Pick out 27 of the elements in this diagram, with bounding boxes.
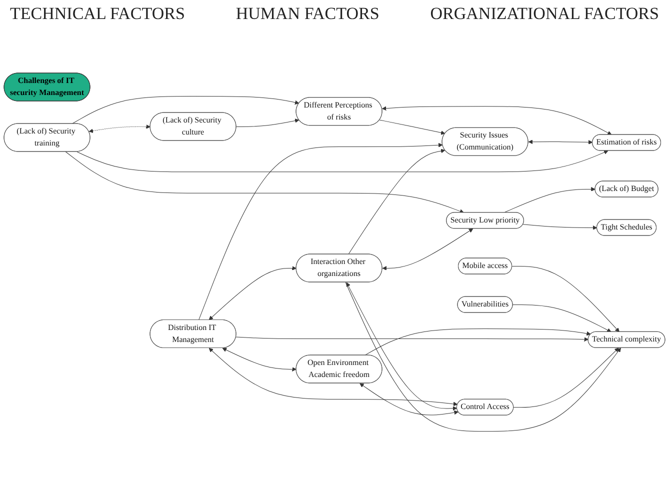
arrow — [512, 304, 612, 332]
arrow — [222, 348, 296, 372]
arrow — [346, 282, 458, 411]
arrow — [382, 106, 612, 136]
arrow — [72, 96, 300, 124]
arrow — [345, 282, 621, 432]
arrow — [88, 124, 150, 134]
quadrant-heading: TECHNICAL FACTORS — [10, 4, 185, 24]
arrow — [364, 328, 591, 356]
arrow — [348, 149, 446, 255]
arrow — [198, 143, 443, 321]
arrow — [208, 348, 458, 406]
arrow — [208, 266, 296, 320]
quadrant-heading: HUMAN FACTORS — [236, 4, 380, 24]
arrow — [513, 348, 619, 408]
arrow — [504, 187, 596, 214]
arrow — [528, 140, 593, 145]
arrow — [512, 266, 620, 332]
arrow — [382, 228, 474, 271]
arrow — [379, 120, 446, 136]
quadrant-heading: ORGANIZATIONAL FACTORS — [430, 4, 659, 24]
arrow — [65, 152, 464, 214]
arrow — [360, 383, 458, 416]
arrow — [522, 224, 598, 230]
arrow — [236, 337, 588, 342]
arrow — [236, 118, 300, 128]
arrow — [76, 150, 608, 172]
